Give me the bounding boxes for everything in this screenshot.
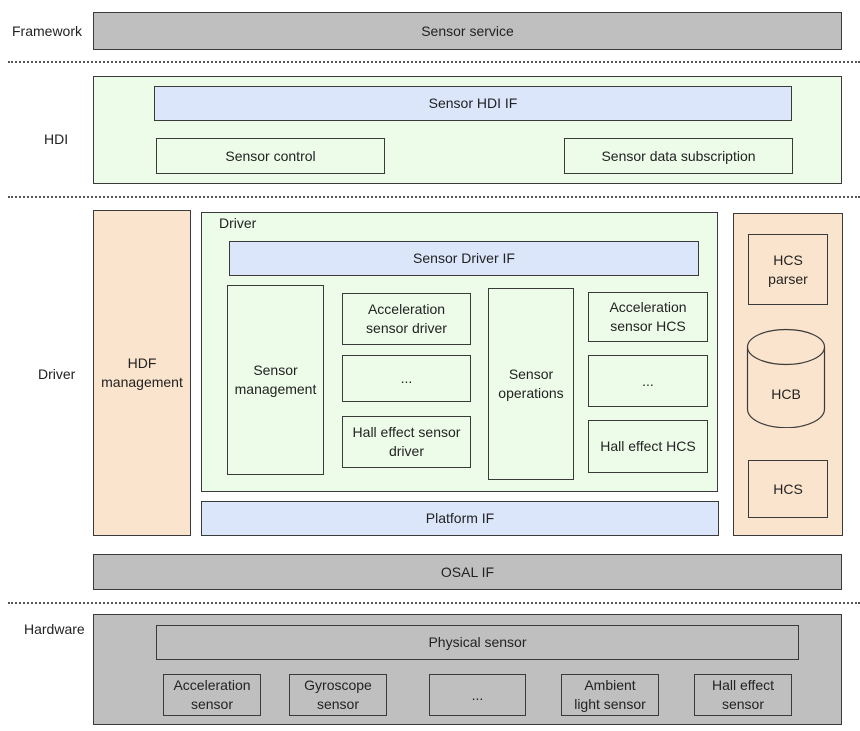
driver-ellipsis-box: ...	[342, 355, 471, 402]
gyroscope-sensor-box: Gyroscope sensor	[289, 674, 387, 716]
hdf-management-label: HDF management	[101, 355, 183, 390]
hdf-management-box: HDF management	[93, 210, 191, 536]
hall-effect-sensor-box: Hall effect sensor	[694, 674, 792, 716]
sensor-hdi-if-label: Sensor HDI IF	[428, 95, 518, 111]
physical-sensor-box: Physical sensor	[156, 625, 799, 660]
separator-framework-hdi	[8, 61, 860, 63]
sensor-service-label: Sensor service	[421, 22, 514, 39]
sensor-hdi-if-box: Sensor HDI IF	[154, 86, 792, 121]
ambient-light-sensor-label: Ambient light sensor	[574, 677, 646, 712]
sensor-driver-if-label: Sensor Driver IF	[413, 250, 515, 266]
sensor-operations-box: Sensor operations	[488, 288, 574, 480]
sensor-data-subscription-label: Sensor data subscription	[601, 147, 756, 164]
sensor-control-box: Sensor control	[156, 138, 385, 174]
sensor-operations-label: Sensor operations	[498, 366, 564, 401]
ambient-light-sensor-box: Ambient light sensor	[561, 674, 659, 716]
hcs-label: HCS	[773, 480, 803, 497]
separator-hdi-driver	[8, 196, 860, 198]
platform-if-label: Platform IF	[425, 510, 495, 526]
osal-if-box: OSAL IF	[93, 554, 842, 590]
sensor-data-subscription-box: Sensor data subscription	[564, 138, 793, 174]
layer-label-framework: Framework	[12, 23, 83, 39]
sensor-service-box: Sensor service	[93, 12, 842, 50]
hardware-ellipsis-box: ...	[429, 674, 526, 716]
acceleration-sensor-driver-box: Acceleration sensor driver	[342, 293, 471, 345]
separator-driver-hardware	[8, 602, 860, 604]
acceleration-sensor-hcs-box: Acceleration sensor HCS	[588, 292, 708, 342]
hcb-cylinder-icon	[746, 328, 826, 428]
hcs-parser-box: HCS parser	[748, 234, 828, 305]
sensor-management-box: Sensor management	[227, 285, 324, 475]
hcs-ellipsis-label: ...	[642, 372, 654, 389]
gyroscope-sensor-label: Gyroscope sensor	[304, 677, 372, 712]
driver-group-label: Driver	[219, 215, 257, 231]
acceleration-sensor-hcs-label: Acceleration sensor HCS	[609, 299, 687, 334]
hall-effect-hcs-label: Hall effect HCS	[600, 438, 696, 454]
sensor-management-label: Sensor management	[234, 362, 317, 397]
layer-label-hdi: HDI	[44, 131, 69, 147]
driver-ellipsis-label: ...	[400, 370, 413, 386]
acceleration-sensor-box: Acceleration sensor	[163, 674, 261, 716]
hcs-box: HCS	[748, 460, 828, 518]
hall-effect-sensor-driver-label: Hall effect sensor driver	[352, 424, 461, 459]
hcs-parser-label: HCS parser	[768, 251, 808, 287]
hcb-label: HCB	[771, 386, 801, 402]
physical-sensor-label: Physical sensor	[428, 634, 527, 650]
platform-if-box: Platform IF	[201, 501, 719, 536]
hardware-ellipsis-label: ...	[471, 686, 484, 703]
hall-effect-sensor-label: Hall effect sensor	[712, 677, 774, 712]
acceleration-sensor-label: Acceleration sensor	[173, 677, 251, 712]
hall-effect-hcs-box: Hall effect HCS	[588, 420, 708, 473]
osal-if-label: OSAL IF	[440, 563, 495, 580]
sensor-driver-if-box: Sensor Driver IF	[229, 241, 699, 276]
hall-effect-sensor-driver-box: Hall effect sensor driver	[342, 416, 471, 468]
layer-label-driver: Driver	[38, 366, 76, 382]
layer-label-hardware: Hardware	[24, 621, 85, 637]
acceleration-sensor-driver-label: Acceleration sensor driver	[366, 301, 447, 336]
hcs-ellipsis-box: ...	[588, 355, 708, 407]
sensor-control-label: Sensor control	[225, 147, 316, 164]
